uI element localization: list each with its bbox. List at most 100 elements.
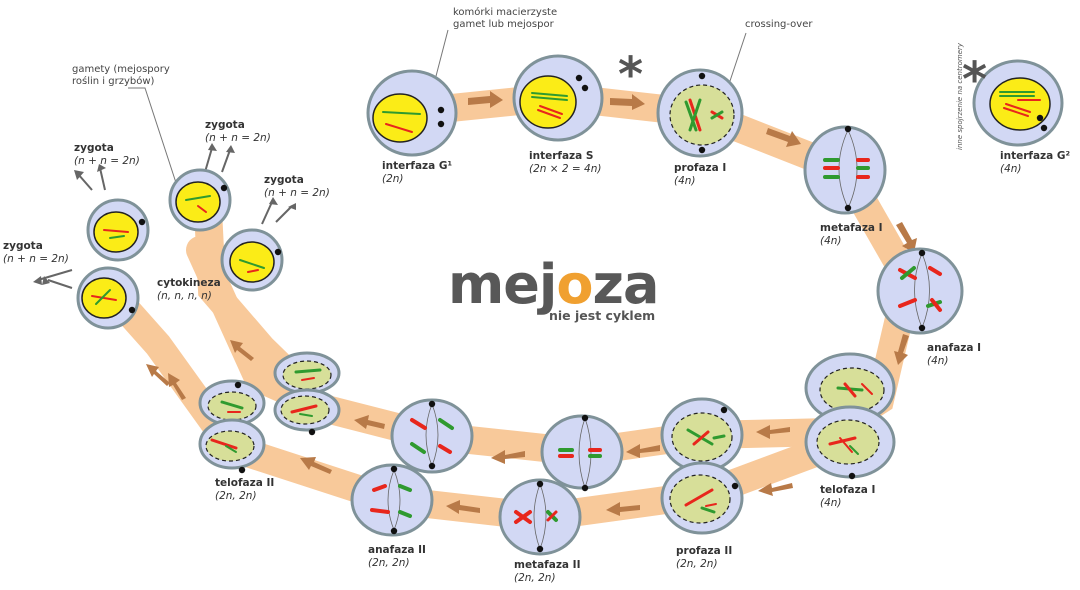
centriole bbox=[390, 527, 398, 535]
chromosome bbox=[385, 123, 413, 133]
centriole bbox=[128, 306, 136, 314]
chromosome bbox=[210, 438, 238, 450]
cell-metaphase-2-lower bbox=[498, 478, 582, 556]
nucleus bbox=[519, 75, 577, 129]
chromosome bbox=[546, 510, 558, 522]
spindle bbox=[393, 469, 401, 531]
centriole bbox=[536, 545, 544, 553]
diagram-title: mejoza bbox=[448, 253, 659, 316]
cell-telophase-2-a bbox=[273, 351, 341, 395]
cell-interphase-g1 bbox=[366, 69, 458, 157]
cell-interphase-s bbox=[512, 54, 604, 142]
centriole bbox=[720, 406, 728, 414]
nucleus bbox=[175, 181, 221, 223]
centriole bbox=[581, 84, 589, 92]
centriole bbox=[844, 125, 852, 133]
chromosome bbox=[239, 259, 265, 269]
label-metaphase-2: metafaza II(2n, 2n) bbox=[514, 559, 581, 584]
chromosome bbox=[710, 110, 724, 120]
cell-anaphase-2-upper bbox=[390, 398, 474, 474]
centriole bbox=[437, 106, 445, 114]
chromosome bbox=[438, 418, 454, 430]
chromosome bbox=[410, 418, 427, 430]
cell-telophase-2-c bbox=[198, 379, 266, 427]
spindle bbox=[539, 483, 547, 550]
note-centromeres: inne spojrzenie na centromery bbox=[956, 42, 964, 150]
centriole bbox=[437, 120, 445, 128]
chromosome bbox=[843, 382, 857, 398]
note-crossing-over: crossing-over bbox=[745, 19, 813, 30]
nucleus bbox=[229, 241, 275, 283]
chromosome bbox=[398, 510, 412, 518]
label-telophase-2: telofaza II(2n, 2n) bbox=[215, 477, 275, 502]
centriole bbox=[1040, 124, 1048, 132]
nucleus bbox=[669, 84, 735, 146]
cell-gamete-1 bbox=[86, 198, 150, 262]
cell-gamete-2 bbox=[168, 168, 232, 232]
spindle bbox=[431, 403, 439, 467]
centriole bbox=[581, 414, 589, 422]
centriole bbox=[428, 462, 436, 470]
chromosome bbox=[539, 105, 563, 115]
centriole bbox=[698, 146, 706, 154]
chromosome bbox=[247, 269, 259, 273]
centriole bbox=[581, 484, 589, 492]
label-zygote: zygota(n + n = 2n) bbox=[205, 119, 271, 144]
direction-arrows bbox=[146, 91, 917, 516]
chromosome bbox=[109, 235, 125, 239]
zygote-arrowheads bbox=[33, 143, 296, 285]
chromosome bbox=[700, 506, 716, 514]
chromosome bbox=[225, 445, 237, 453]
chromosome bbox=[290, 404, 318, 414]
cell-metaphase-1 bbox=[803, 125, 887, 215]
cell-telophase-2-d bbox=[198, 418, 266, 474]
centriole bbox=[731, 482, 739, 490]
spindle bbox=[584, 417, 592, 489]
cell-gamete-3 bbox=[220, 228, 284, 292]
chromosome bbox=[299, 413, 313, 417]
chromosome bbox=[185, 195, 211, 201]
chromosome bbox=[95, 289, 111, 305]
label-zygote: zygota(n + n = 2n) bbox=[264, 174, 330, 199]
nucleus bbox=[372, 93, 428, 143]
cell-telophase-2-b bbox=[273, 388, 341, 436]
chromosome bbox=[438, 444, 452, 454]
nucleus bbox=[669, 474, 731, 524]
centriole bbox=[698, 72, 706, 80]
label-zygote: zygota(n + n = 2n) bbox=[3, 240, 69, 265]
asterisk-mark-g2: * bbox=[962, 52, 988, 108]
nucleus bbox=[816, 419, 880, 465]
chromosome bbox=[537, 109, 561, 119]
centriole bbox=[390, 465, 398, 473]
spindle bbox=[533, 483, 541, 550]
spindle bbox=[921, 252, 930, 329]
spindle bbox=[914, 252, 923, 329]
chromosome bbox=[220, 400, 244, 410]
cell-telophase-1-bottom bbox=[804, 405, 896, 480]
cell-gamete-4 bbox=[76, 266, 140, 330]
label-zygote: zygota(n + n = 2n) bbox=[74, 142, 140, 167]
centriole bbox=[1036, 114, 1044, 122]
chromosome bbox=[861, 383, 873, 395]
chromosome bbox=[1003, 107, 1029, 117]
chromosome bbox=[294, 368, 322, 374]
label-interphase-g1: interfaza G¹(2n) bbox=[382, 160, 453, 185]
chromosome bbox=[705, 503, 717, 507]
chromosome bbox=[514, 510, 532, 524]
chromosome bbox=[382, 111, 421, 115]
centriole bbox=[234, 381, 242, 389]
chromosome bbox=[712, 434, 726, 440]
cell-prophase-1 bbox=[656, 68, 744, 158]
label-interphase-g2: interfaza G²(4n) bbox=[1000, 150, 1071, 175]
chromosome bbox=[197, 205, 207, 213]
chromosome bbox=[684, 488, 714, 507]
chromosome bbox=[410, 442, 426, 454]
cell-interphase-g2 bbox=[972, 59, 1064, 147]
label-telophase-1: telofaza I(4n) bbox=[820, 484, 876, 509]
label-metaphase-1: metafaza I(4n) bbox=[820, 222, 883, 247]
chromosome bbox=[301, 377, 315, 381]
centriole bbox=[844, 204, 852, 212]
centriole bbox=[918, 249, 926, 257]
spindle bbox=[387, 469, 395, 531]
